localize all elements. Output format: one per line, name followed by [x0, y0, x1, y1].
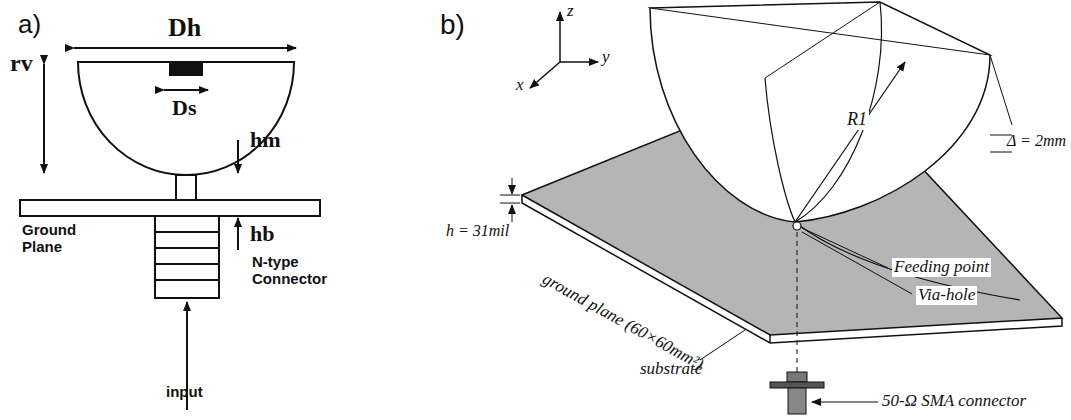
- figure-label: Via-hole: [916, 286, 977, 305]
- figure-label: rv: [10, 50, 33, 76]
- figure-label: h = 31mil: [446, 222, 509, 240]
- figure-label: x: [516, 76, 524, 95]
- figure-label: 50-Ω SMA connector: [882, 392, 1026, 411]
- figure-label: N-type Connector: [252, 254, 332, 287]
- figure-label: Δ = 2mm: [1007, 132, 1066, 150]
- figure-label: hb: [250, 222, 274, 246]
- figure-label: Feeding point: [892, 258, 991, 277]
- figure-label: b): [440, 10, 465, 41]
- figure-label: Ground Plane: [22, 222, 82, 255]
- figure-label: Ds: [172, 96, 196, 120]
- figure-label: Dh: [168, 14, 201, 43]
- figure-label: y: [602, 48, 610, 67]
- figure-label: a): [18, 10, 41, 39]
- figure-label: R1: [845, 110, 869, 130]
- figure-label: z: [567, 2, 574, 21]
- figure-label: substrate: [640, 360, 702, 379]
- figure-label: hm: [250, 128, 281, 152]
- figure-label: input: [166, 384, 203, 401]
